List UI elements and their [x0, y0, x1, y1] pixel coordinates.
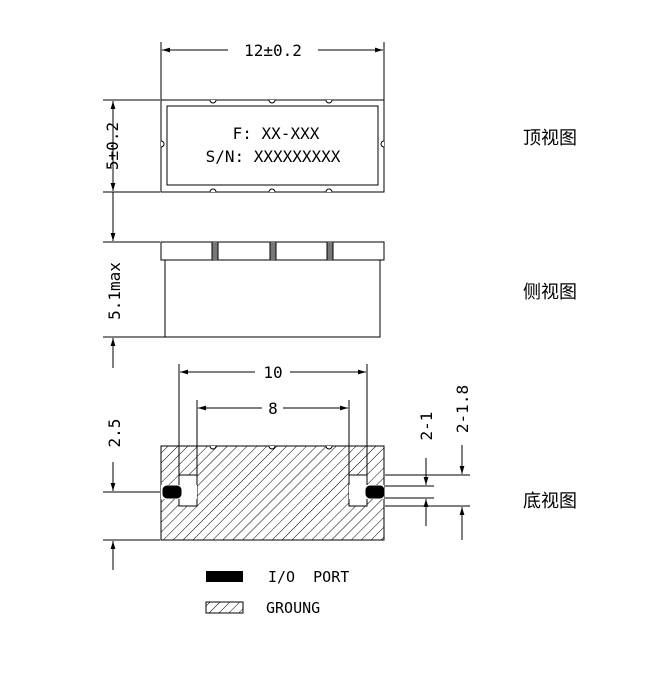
pad-dimension-2: 2-1.8 — [453, 385, 472, 433]
top-notch-b3 — [325, 188, 333, 193]
top-width-dimension: 12±0.2 — [244, 41, 302, 60]
legend — [205, 571, 244, 614]
top-notch-b1 — [209, 188, 217, 193]
top-notch-t1 — [209, 99, 217, 104]
top-notch-b2 — [268, 188, 276, 193]
top-view — [103, 42, 385, 193]
bottom-height-dimension: 2.5 — [105, 419, 124, 448]
outer-width-dimension: 10 — [263, 363, 282, 382]
marking-line-1: F: XX-XXX — [233, 124, 320, 143]
side-view-base — [164, 259, 381, 338]
side-view-label: 侧视图 — [523, 282, 577, 303]
top-view-label-area — [166, 105, 379, 186]
bottom-view-label: 底视图 — [523, 491, 577, 512]
legend-ground-swatch — [205, 601, 244, 614]
side-view — [103, 192, 385, 368]
top-notch-right — [380, 140, 385, 148]
top-view-label: 顶视图 — [523, 128, 577, 149]
io-pad-left — [162, 485, 182, 499]
inner-width-dimension: 8 — [268, 399, 278, 418]
side-pin-1 — [212, 243, 218, 260]
bottom-view — [103, 364, 470, 570]
pad-dimension-1: 2-1 — [417, 412, 436, 441]
bottom-notch-t1 — [209, 445, 217, 450]
side-height-dimension: 5.1max — [105, 262, 124, 320]
bottom-notch-t3 — [325, 445, 333, 450]
top-notch-left — [160, 140, 165, 148]
top-notch-t3 — [325, 99, 333, 104]
bottom-notch-t2 — [268, 445, 276, 450]
legend-io-label: I/O PORT — [268, 568, 349, 586]
top-height-dimension: 5±0.2 — [103, 122, 122, 170]
side-pin-2 — [270, 243, 276, 260]
marking-line-2: S/N: XXXXXXXXX — [206, 147, 341, 166]
side-pin-3 — [327, 243, 333, 260]
legend-io-swatch — [206, 571, 243, 582]
io-pad-right — [365, 485, 385, 499]
legend-ground-label: GROUNG — [266, 599, 320, 617]
top-notch-t2 — [268, 99, 276, 104]
top-view-body — [160, 99, 385, 193]
